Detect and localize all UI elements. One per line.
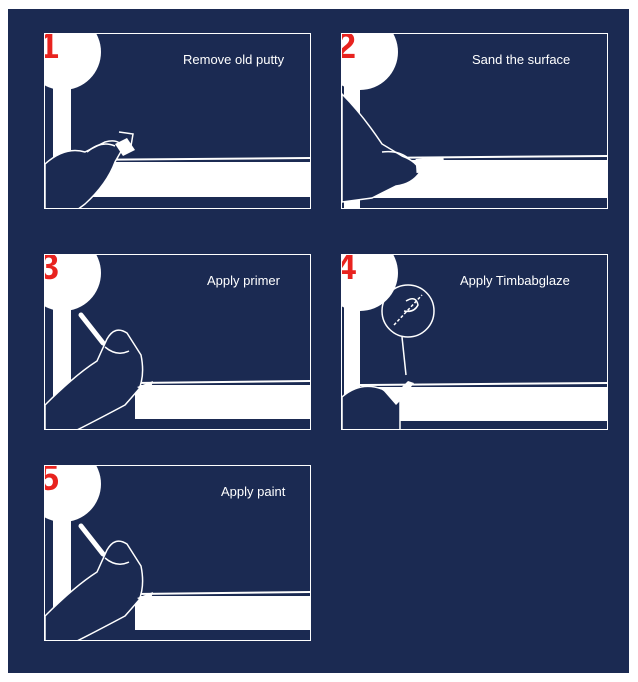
step-label: Sand the surface	[472, 52, 570, 67]
instruction-board: 1 Remove old putty 2 Sand the surface	[8, 9, 629, 673]
step-number: 1	[44, 33, 59, 64]
step-number: 3	[44, 254, 59, 285]
step-label: Remove old putty	[183, 52, 284, 67]
step-label: Apply Timbabglaze	[460, 273, 570, 288]
step-number: 4	[341, 254, 356, 285]
step-number: 5	[44, 465, 59, 496]
step-label: Apply paint	[221, 484, 285, 499]
step-panel-4: 4 Apply Timbabglaze	[341, 254, 608, 430]
step-label: Apply primer	[207, 273, 280, 288]
step-panel-5: 5 Apply paint	[44, 465, 311, 641]
step-panel-2: 2 Sand the surface	[341, 33, 608, 209]
step-number: 2	[341, 33, 356, 64]
step-panel-3: 3 Apply primer	[44, 254, 311, 430]
step-panel-1: 1 Remove old putty	[44, 33, 311, 209]
